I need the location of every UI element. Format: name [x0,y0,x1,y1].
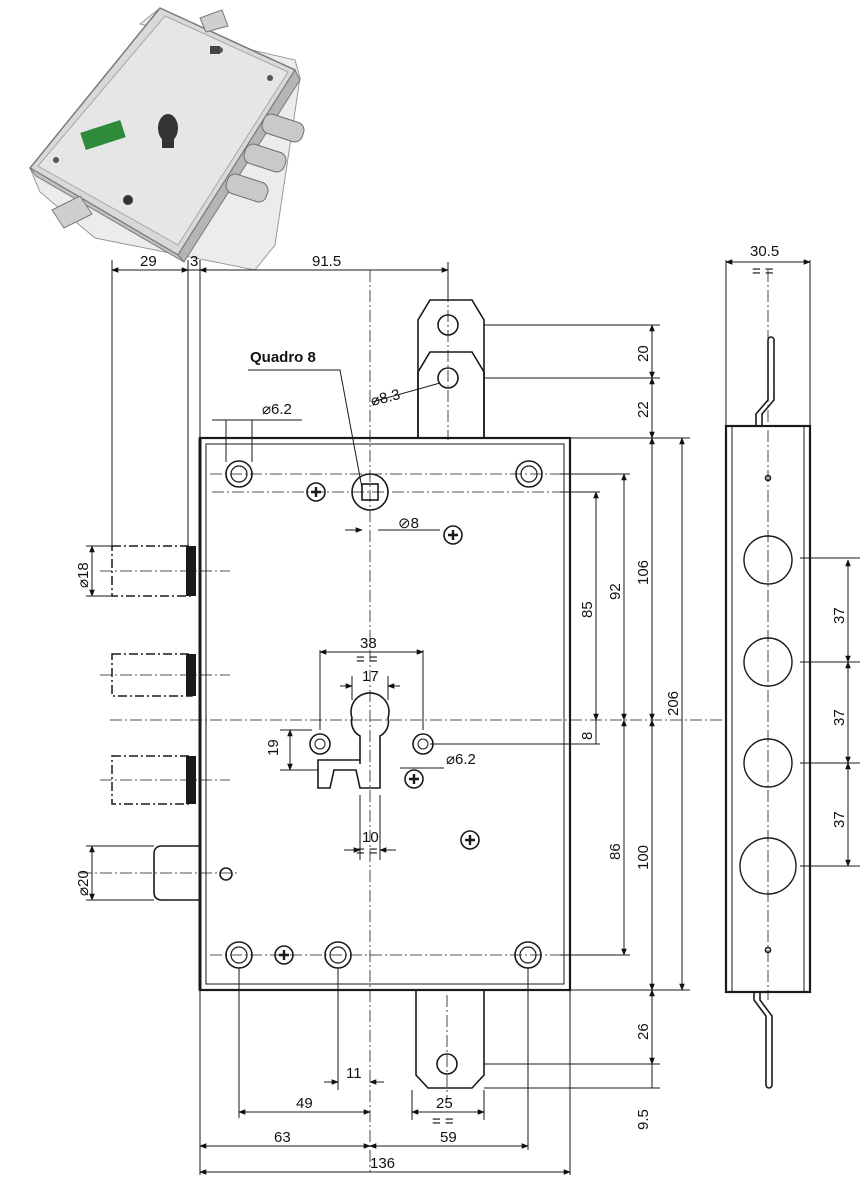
dim-30-5: 30.5 [750,243,779,260]
top-ear-outer [417,299,485,438]
dim-10: 10 [362,829,379,846]
dim-22: 22 [635,401,652,418]
dim-206: 206 [665,691,682,716]
latch [153,845,200,901]
side-view [724,260,860,1089]
bottom-ear [415,990,485,1089]
dim-diameter-18: ⌀18 [75,562,92,588]
label-quadro: Quadro 8 [250,349,316,366]
dim-25: 25 [436,1095,453,1112]
dim-59: 59 [440,1129,457,1146]
dim-11: 11 [346,1065,362,1082]
dim-92: 92 [607,583,624,600]
front-view [80,270,760,1172]
photo-label [80,119,126,151]
dim-63: 63 [274,1129,291,1146]
dim-diameter-6-2-mid: ⌀6.2 [446,751,476,768]
dim-37-c: 37 [831,811,848,828]
dim-29: 29 [140,253,157,270]
dim-136: 136 [370,1155,395,1172]
dim-37-b: 37 [831,709,848,726]
dim-19: 19 [265,739,282,756]
svg-text:= =: = = [356,843,378,860]
dim-square-8: ⊘8 [398,515,419,532]
lock-photo [28,7,305,271]
dim-91-5: 91.5 [312,253,341,270]
dim-26: 26 [635,1023,652,1040]
dim-100: 100 [635,845,652,870]
photo-bolt-1 [261,113,305,143]
lock-faceplate [198,436,572,992]
dim-diameter-20: ⌀20 [75,870,92,896]
dim-106: 106 [635,560,652,585]
dimension-texts: 29 3 91.5 30.5 Quadro 8 ⌀8.3 ⌀6.2 ⊘8 20 … [75,243,848,1172]
dim-85: 85 [579,601,596,618]
photo-bolt-3 [225,173,269,203]
dimension-lines: = = = = = = = = [86,259,851,1175]
dim-8: 8 [579,732,596,740]
dim-diameter-8-3: ⌀8.3 [369,386,402,410]
dim-86: 86 [607,843,624,860]
dim-diameter-6-2-top: ⌀6.2 [262,401,292,418]
svg-text:= =: = = [752,263,774,280]
top-ear-inner [417,351,485,438]
dim-37-a: 37 [831,607,848,624]
dim-3: 3 [190,253,198,270]
svg-text:= =: = = [356,651,378,668]
dim-49: 49 [296,1095,313,1112]
dim-9-5: 9.5 [635,1109,652,1130]
dim-17: 17 [362,668,379,685]
photo-bolt-2 [243,143,287,173]
dim-38: 38 [360,635,377,652]
svg-text:= =: = = [432,1113,454,1130]
dim-20: 20 [635,345,652,362]
